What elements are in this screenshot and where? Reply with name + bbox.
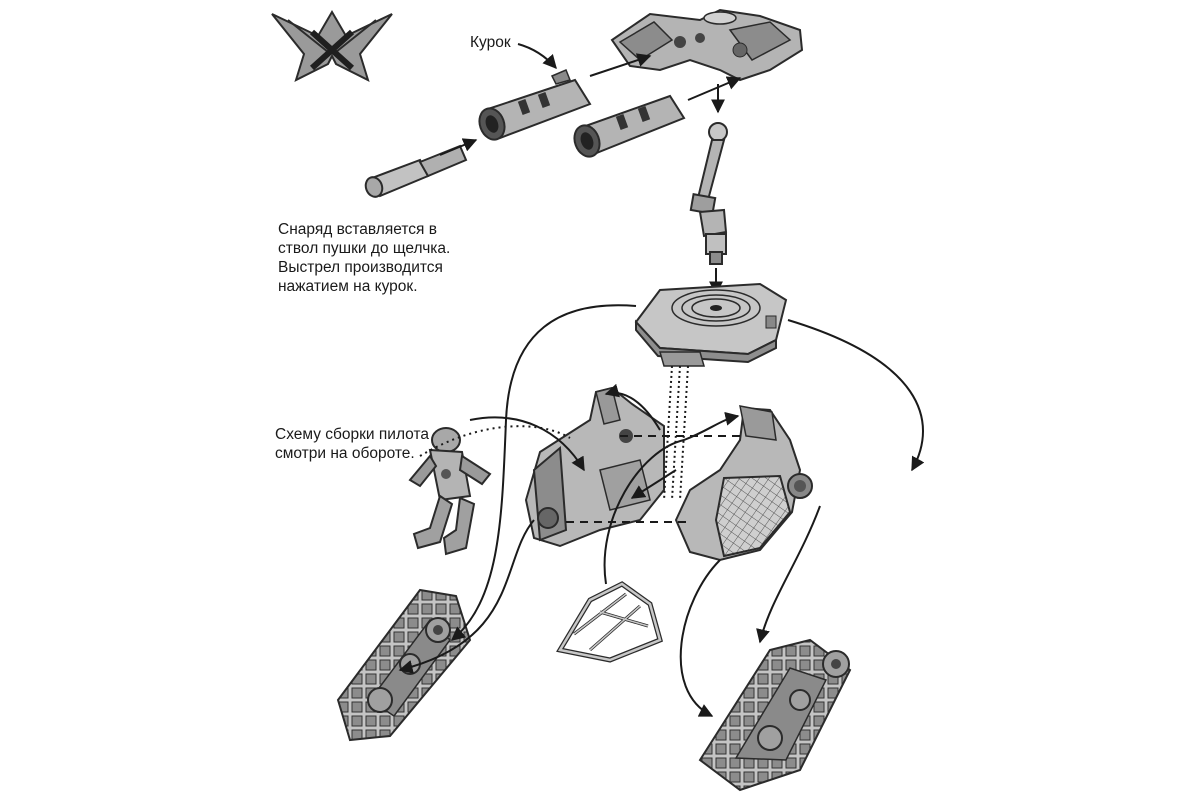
articulated-arm	[689, 122, 728, 265]
projectile-caption-line: Выстрел производится	[278, 259, 443, 276]
chassis-left-half	[524, 386, 665, 548]
front-frame	[556, 581, 664, 663]
chassis-pin-arrow	[604, 383, 661, 431]
left-track	[336, 588, 472, 742]
trigger-pointer-arrow	[517, 43, 557, 70]
projectile-insert-arrow	[439, 138, 478, 156]
turret-dotted-guide-2	[671, 365, 681, 501]
projectile-caption-line: нажатием на курок.	[278, 278, 418, 295]
frame-to-chassis-arrow	[603, 411, 740, 585]
pilot-caption: Схему сборки пилота смотри на обороте.	[275, 425, 429, 463]
brand-logo-icon	[271, 10, 393, 82]
pilot-figure	[408, 427, 492, 556]
projectile-caption-line: Снаряд вставляется в	[278, 221, 437, 238]
assembly-arrows	[398, 304, 925, 717]
pilot-caption-line: Схему сборки пилота	[275, 426, 429, 443]
cannon-barrel	[573, 94, 686, 158]
turret-base-plate	[634, 282, 788, 367]
projectile	[364, 144, 468, 198]
projectile-caption-line: ствол пушки до щелчка.	[278, 240, 451, 257]
trigger-label: Курок	[470, 34, 511, 51]
chassis-to-left-track-arrow	[398, 519, 535, 674]
chassis-right-half	[674, 405, 813, 562]
turret-to-left-track-arrow	[450, 304, 637, 641]
pilot-caption-line: смотри на обороте.	[275, 445, 415, 462]
right-track	[698, 638, 852, 792]
turret-dotted-guide-3	[679, 365, 689, 501]
right-half-to-right-track-arrow	[756, 505, 821, 644]
lower-to-right-track-arrow	[679, 559, 721, 717]
barrel-to-mount-arrow-1	[589, 53, 652, 77]
projectile-caption: Снаряд вставляется в ствол пушки до щелч…	[278, 220, 450, 296]
turret-pin-arrow	[630, 469, 677, 499]
turret-to-right-half-arrow	[787, 319, 925, 472]
weapon-mount-bracket	[610, 8, 804, 82]
turret-dotted-guide-1	[663, 365, 673, 501]
pilot-dotted-guide	[419, 425, 571, 457]
barrel-to-mount-arrow-2	[687, 76, 742, 101]
pilot-seat-arrow	[469, 416, 585, 472]
cannon-barrel-with-trigger	[478, 69, 592, 141]
